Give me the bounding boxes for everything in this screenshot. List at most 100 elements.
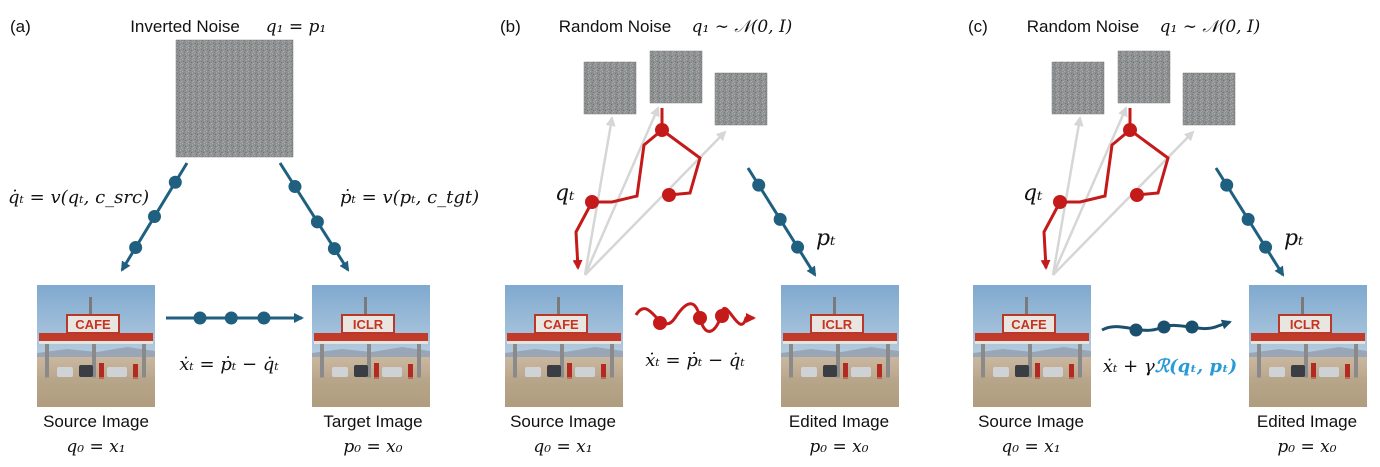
panel-c-edited-image-sign-text: ICLR [1290, 317, 1321, 332]
panel-c-gray-arrow-1 [1051, 116, 1084, 276]
panel-c-edited-image-scene [1249, 285, 1367, 407]
panel-c-p-label: pₜ [1284, 226, 1304, 251]
panel-b-noise-1 [583, 61, 637, 115]
panel-c-noise-2 [1117, 50, 1171, 104]
panel-b-target-path-dot-3 [791, 240, 805, 254]
panel-c-red-path [1040, 108, 1132, 270]
panel-b-edited-image-sign-text: ICLR [822, 317, 853, 332]
panel-a-tag: (a) [10, 17, 31, 36]
panel-b-source-sub: q₀ = x₁ [533, 437, 592, 457]
panel-b-gray-arrow-2 [583, 106, 660, 276]
panel-c-edited-image-sign-board [1278, 314, 1332, 334]
panel-a-left-eq: q̇ₜ = v(qₜ, c_src) [8, 187, 149, 208]
panel-c-edited-image: ICLR [1249, 285, 1367, 407]
panel-b-edited-image-scene [781, 285, 899, 407]
panel-c-gray-arrow-2 [1051, 106, 1128, 276]
panel-a-source-image: CAFE [37, 285, 155, 407]
panel-a-source-path-dot-3 [129, 241, 143, 255]
panel-a-target-caption: Target Image [323, 412, 422, 431]
panel-c-red-dot-2 [1053, 195, 1067, 209]
panel-b-noise-2 [649, 50, 703, 104]
panel-c-smooth-dot-1 [1129, 323, 1143, 337]
panel-c-q-label: qₜ [1023, 181, 1043, 206]
panel-a-source-image-sign-board [66, 314, 120, 334]
panel-b-gray-arrow-1 [583, 116, 616, 276]
panel-a-target-sub: p₀ = x₀ [343, 437, 402, 457]
panel-c-source-sub: q₀ = x₁ [1001, 437, 1060, 457]
panel-a-target-path-dot-1 [288, 180, 302, 194]
panel-b-edited-image-sign-board [810, 314, 864, 334]
panel-b-edited-sub: p₀ = x₀ [809, 437, 868, 457]
panel-a-target-path-dot-2 [310, 215, 324, 229]
panel-a-source-path-dot-2 [148, 210, 161, 223]
panel-c-noise-label: Random Noise [1027, 17, 1139, 36]
panel-c-edited-sub: p₀ = x₀ [1277, 437, 1336, 457]
panel-c-target-path-dot-1 [1220, 178, 1234, 192]
panel-b-wavy-dot-2 [693, 311, 707, 325]
panel-c-red-branch [1129, 128, 1170, 197]
panel-a-source-caption: Source Image [43, 412, 149, 431]
panel-a-source-path-dot-1 [168, 175, 182, 189]
panel-a-middle-eq: ẋₜ = ṗₜ − q̇ₜ [179, 354, 279, 375]
panel-a-target-image-sign-board [341, 314, 395, 334]
panel-b-edited-image: ICLR [781, 285, 899, 407]
panel-a-noise-image [175, 39, 294, 158]
panel-b-source-image-sign-board [534, 314, 588, 334]
panel-b-source-image-sign-text: CAFE [543, 317, 579, 332]
panel-b-red-dot-3 [662, 188, 676, 202]
panel-a-target-image: ICLR [312, 285, 430, 407]
panel-b-red-path [572, 108, 664, 270]
panel-a-source-image-sign-text: CAFE [75, 317, 111, 332]
panel-b-noise-eq: q₁ ∼ 𝒩(0, I) [692, 17, 793, 37]
panel-c-noise-3 [1182, 72, 1236, 126]
panel-b-red-branch [661, 128, 702, 197]
panel-b-middle-eq: ẋₜ = ṗₜ − q̇ₜ [645, 350, 745, 371]
panel-b-wavy-dot-3 [715, 309, 729, 323]
panel-b-edited-caption: Edited Image [789, 412, 889, 431]
panel-a-noise-label: Inverted Noise [130, 17, 240, 36]
panel-c-gray-arrow-3 [1052, 130, 1195, 276]
panel-c-eq-prefix: ẋₜ + γ [1103, 356, 1155, 377]
panel-b-p-label: pₜ [816, 226, 836, 251]
panel-c-eq-regularizer: ℛ(qₜ, pₜ) [1155, 356, 1237, 377]
panel-b-gray-arrow-3 [584, 130, 727, 276]
panel-b-target-path-dot-2 [773, 212, 787, 226]
panel-a-source-sub: q₀ = x₁ [66, 437, 125, 457]
panel-c-target-path-dot-2 [1241, 212, 1255, 226]
panel-a-target-image-scene [312, 285, 430, 407]
panel-a-velocity-arrow-dot-2 [224, 311, 238, 325]
panel-c-middle-eq: ẋₜ + γℛ(qₜ, pₜ) [1103, 356, 1237, 377]
panel-c-source-image-sign-board [1002, 314, 1056, 334]
panel-c-edited-caption: Edited Image [1257, 412, 1357, 431]
panel-b-source-image-scene [505, 285, 623, 407]
panel-c-noise-1 [1051, 61, 1105, 115]
panel-b-q-label: qₜ [555, 181, 575, 206]
panel-b-source-image: CAFE [505, 285, 623, 407]
panel-b-tag: (b) [500, 17, 521, 36]
panel-c-smooth-dot-2 [1157, 320, 1171, 334]
panel-a-right-eq: ṗₜ = v(pₜ, c_tgt) [340, 187, 479, 208]
panel-a-source-image-scene [37, 285, 155, 407]
panel-b-wavy-dot-1 [653, 316, 667, 330]
panel-b-noise-3 [714, 72, 768, 126]
panel-a-velocity-arrow-dot-3 [257, 311, 271, 325]
panel-c-smooth-dot-3 [1185, 320, 1199, 334]
panel-b-source-caption: Source Image [510, 412, 616, 431]
panel-a-target-path-dot-3 [327, 242, 341, 256]
panel-b-noise-label: Random Noise [559, 17, 671, 36]
panel-c-source-image-scene [973, 285, 1091, 407]
panel-c-tag: (c) [968, 17, 988, 36]
panel-a-velocity-arrow-dot-1 [193, 311, 207, 325]
panel-b-red-dot-2 [585, 195, 599, 209]
panel-c-red-dot-3 [1130, 188, 1144, 202]
panel-c-noise-eq: q₁ ∼ 𝒩(0, I) [1160, 17, 1261, 37]
panel-c-red-dot-1 [1123, 123, 1137, 137]
panel-c-source-image-sign-text: CAFE [1011, 317, 1047, 332]
panel-c-source-caption: Source Image [978, 412, 1084, 431]
panel-b-red-dot-1 [655, 123, 669, 137]
panel-b-target-path-dot-1 [752, 178, 766, 192]
panel-c-target-path-dot-3 [1259, 240, 1273, 254]
panel-a-noise-eq: q₁ = p₁ [266, 17, 326, 37]
panel-a-target-image-sign-text: ICLR [353, 317, 384, 332]
